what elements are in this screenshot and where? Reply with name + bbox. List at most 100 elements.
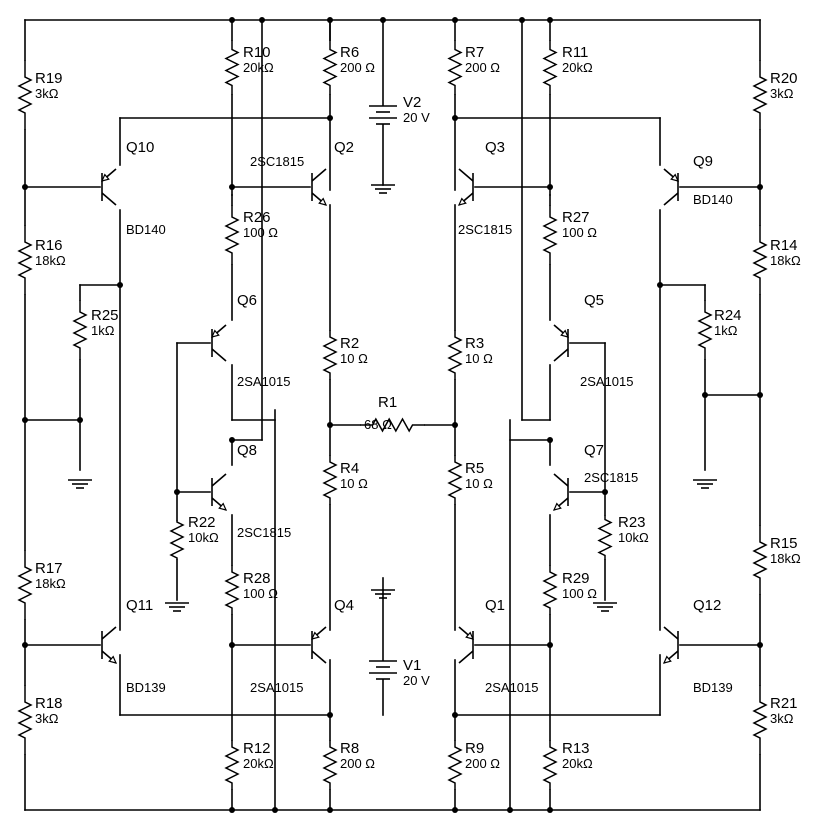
resistor-r9	[447, 740, 463, 790]
junction-dot	[117, 282, 123, 288]
transistor-q7	[552, 473, 569, 511]
transistor-part: BD139	[693, 680, 733, 695]
transistor-q5	[553, 324, 570, 362]
transistor-part: BD140	[126, 222, 166, 237]
transistor-label: Q2	[334, 139, 354, 156]
resistor-r1	[360, 417, 425, 433]
resistor-value: 100 Ω	[243, 225, 278, 240]
ground-icon	[165, 602, 189, 612]
resistor-r10	[224, 40, 240, 95]
resistor-r6	[322, 40, 338, 95]
resistor-value: 10 Ω	[340, 351, 368, 366]
transistor-q6	[210, 324, 227, 362]
wires	[22, 17, 763, 813]
junction-dot	[519, 17, 525, 23]
resistor-r24	[697, 300, 713, 360]
junction-dot	[229, 807, 235, 813]
resistor-value: 3kΩ	[35, 711, 59, 726]
resistor-value: 1kΩ	[714, 323, 738, 338]
junction-dot	[702, 392, 708, 398]
junction-dot	[229, 17, 235, 23]
junction-dot	[452, 807, 458, 813]
junction-dot	[174, 489, 180, 495]
components	[17, 40, 768, 790]
resistor-r12	[224, 740, 240, 790]
junction-dot	[327, 422, 333, 428]
resistor-r16	[17, 225, 33, 295]
ground-icon	[593, 602, 617, 612]
resistor-r23	[597, 515, 613, 560]
ground-icon	[693, 479, 717, 489]
transistor-part: 2SC1815	[250, 154, 304, 169]
transistor-q8	[211, 473, 228, 511]
resistor-r22	[169, 520, 185, 560]
transistor-label: Q5	[584, 292, 604, 309]
junction-dot	[452, 422, 458, 428]
junction-dot	[259, 17, 265, 23]
resistor-r11	[542, 40, 558, 95]
junction-dot	[757, 184, 763, 190]
transistor-part: 2SC1815	[584, 470, 638, 485]
resistor-r4	[322, 455, 338, 505]
transistor-q4	[310, 626, 327, 664]
junction-dot	[22, 642, 28, 648]
resistor-label: R20	[770, 70, 798, 87]
resistor-label: R24	[714, 307, 742, 324]
resistor-value: 20kΩ	[562, 60, 593, 75]
transistor-part: 2SA1015	[250, 680, 304, 695]
resistor-label: R7	[465, 44, 484, 61]
resistor-value: 200 Ω	[465, 756, 500, 771]
resistor-label: R15	[770, 535, 798, 552]
transistor-label: Q1	[485, 597, 505, 614]
source-value: 20 V	[403, 673, 430, 688]
ground-icon	[68, 479, 92, 489]
resistor-r2	[322, 330, 338, 380]
resistor-value: 3kΩ	[770, 86, 794, 101]
junction-dot	[380, 17, 386, 23]
ground-icon	[371, 184, 395, 194]
resistor-value: 18kΩ	[770, 551, 801, 566]
resistor-value: 1kΩ	[91, 323, 115, 338]
junction-dot	[22, 417, 28, 423]
junction-dot	[547, 437, 553, 443]
resistor-r19	[17, 60, 33, 130]
junction-dot	[327, 115, 333, 121]
resistor-r8	[322, 740, 338, 790]
junction-dot	[272, 807, 278, 813]
transistor-label: Q8	[237, 442, 257, 459]
transistor-label: Q10	[126, 139, 154, 156]
resistor-value: 10kΩ	[188, 530, 219, 545]
junction-dot	[229, 437, 235, 443]
junction-dot	[547, 17, 553, 23]
resistor-r7	[447, 40, 463, 95]
junction-dot	[452, 712, 458, 718]
junction-dot	[602, 489, 608, 495]
resistor-r5	[447, 455, 463, 505]
transistor-part: BD139	[126, 680, 166, 695]
transistor-part: 2SC1815	[458, 222, 512, 237]
resistor-r21	[752, 685, 768, 755]
transistor-part: 2SA1015	[237, 374, 291, 389]
transistor-q1	[458, 626, 475, 664]
transistor-label: Q11	[126, 597, 153, 614]
resistor-label: R13	[562, 740, 590, 757]
junction-dot	[547, 807, 553, 813]
resistor-label: R19	[35, 70, 63, 87]
transistor-q12	[662, 626, 679, 664]
transistor-label: Q7	[584, 442, 604, 459]
junction-dot	[547, 642, 553, 648]
junction-dot	[22, 184, 28, 190]
resistor-label: R21	[770, 695, 798, 712]
transistor-q3	[457, 168, 474, 206]
resistor-label: R16	[35, 237, 63, 254]
resistor-value: 200 Ω	[465, 60, 500, 75]
junction-dot	[547, 184, 553, 190]
transistor-label: Q12	[693, 597, 721, 614]
resistor-value: 100 Ω	[562, 225, 597, 240]
junction-dot	[452, 115, 458, 121]
resistor-label: R28	[243, 570, 271, 587]
resistor-label: R3	[465, 335, 484, 352]
resistor-label: R2	[340, 335, 359, 352]
